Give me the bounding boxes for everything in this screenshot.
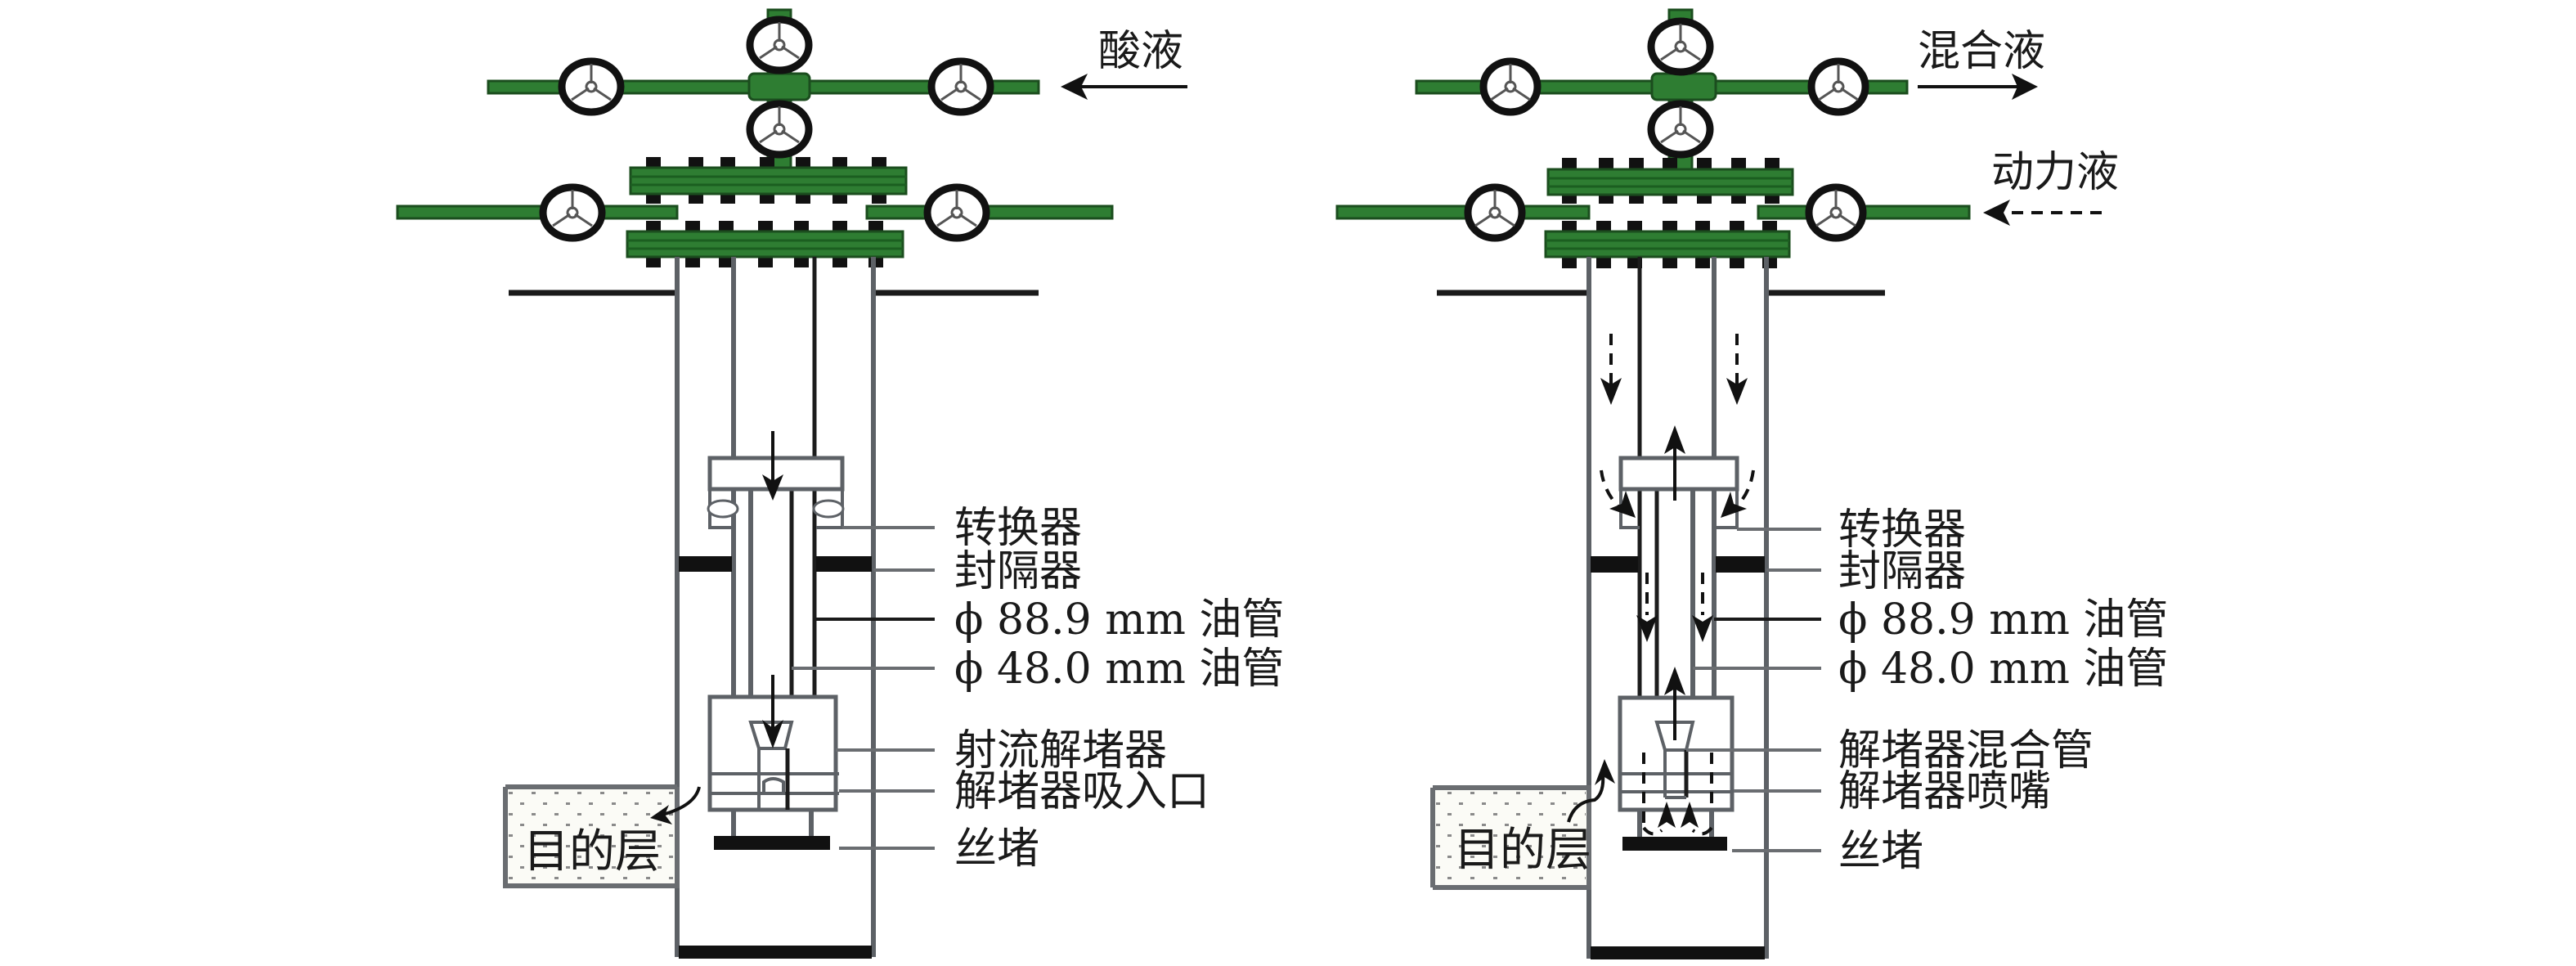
right-wellhead [1335,8,1971,268]
casing [1586,257,1769,959]
label-nozzle: 解堵器喷嘴 [1838,767,2051,816]
mixed-fluid-outlet-arrow-icon [1918,74,2038,100]
target-zone: 目的层 [1430,759,1615,890]
label-mixing-tube: 解堵器混合管 [1838,726,2094,775]
lower-left-wing-pipe [1335,204,1591,220]
label-tubing-48-0: ϕ 48.0 mm 油管 [954,645,1284,694]
left-wellhead [396,8,1114,267]
right-labels: 转换器 封隔器 ϕ 88.9 mm 油管 ϕ 48.0 mm 油管 解堵器混合管… [1838,505,2168,876]
valve-handwheel-icon [539,183,606,242]
label-tubing-88-9: ϕ 88.9 mm 油管 [1838,595,2168,645]
valve-handwheel-icon [558,57,625,116]
right-panel: 混合液 动力液 目的层 [1335,8,2168,959]
upper-flange [1546,158,1794,204]
power-fluid-down-arrow-icon [1600,334,1755,642]
valve-handwheel-icon [923,183,990,242]
packer [1591,556,1638,573]
cross-block [747,72,811,101]
acid-inlet-arrow-icon [1061,74,1187,100]
acid-label: 酸液 [1098,27,1183,76]
plug [714,836,830,850]
lower-flange [626,221,904,267]
plug [1622,837,1727,851]
packer [816,556,872,572]
target-zone-label: 目的层 [523,825,661,878]
valve-handwheel-icon [1647,100,1714,159]
label-packer: 封隔器 [1838,547,1966,596]
label-suction-inlet: 解堵器吸入口 [954,767,1209,816]
label-converter: 转换器 [954,504,1082,553]
tubing-88-9 [731,257,817,697]
target-zone-label: 目的层 [1454,824,1591,877]
packer [679,556,732,572]
packer [1716,556,1765,573]
label-jet-pump: 射流解堵器 [954,726,1167,775]
lower-left-wing-pipe [396,204,679,220]
label-tubing-48-0: ϕ 48.0 mm 油管 [1838,645,2168,694]
upper-flange [629,157,908,204]
casing [675,257,876,959]
lower-flange [1544,221,1791,268]
power-fluid-inlet-arrow-icon [1983,200,2102,226]
label-plug: 丝堵 [1838,827,1923,876]
target-zone: 目的层 [503,784,701,888]
cross-block [1650,72,1717,101]
mixed-fluid-up-arrow-icon [1642,425,1713,836]
valve-handwheel-icon [746,100,813,159]
valve-handwheel-icon [1464,183,1526,242]
left-panel: 酸液 目的层 [396,8,1284,959]
label-plug: 丝堵 [954,824,1039,874]
label-tubing-88-9: ϕ 88.9 mm 油管 [954,595,1284,645]
left-labels: 转换器 封隔器 ϕ 88.9 mm 油管 ϕ 48.0 mm 油管 射流解堵器 … [954,504,1284,874]
tubing-48-0 [748,489,794,722]
label-packer: 封隔器 [954,547,1082,596]
valve-handwheel-icon [1647,17,1714,76]
valve-handwheel-icon [1805,183,1867,242]
right-leaders [1686,528,1821,852]
down-flow-arrow-icon [762,431,783,748]
valve-handwheel-icon [1807,57,1869,116]
jet-pump [1618,695,1735,828]
valve-handwheel-icon [1479,57,1542,116]
left-leaders [792,526,935,850]
label-converter: 转换器 [1838,505,1966,555]
valve-handwheel-icon [927,57,994,116]
power-fluid-label: 动力液 [1991,148,2119,197]
valve-handwheel-icon [746,16,813,74]
tubing-88-9 [1637,257,1717,697]
mixed-fluid-label: 混合液 [1918,27,2045,76]
tubing-48-0 [1654,489,1695,722]
